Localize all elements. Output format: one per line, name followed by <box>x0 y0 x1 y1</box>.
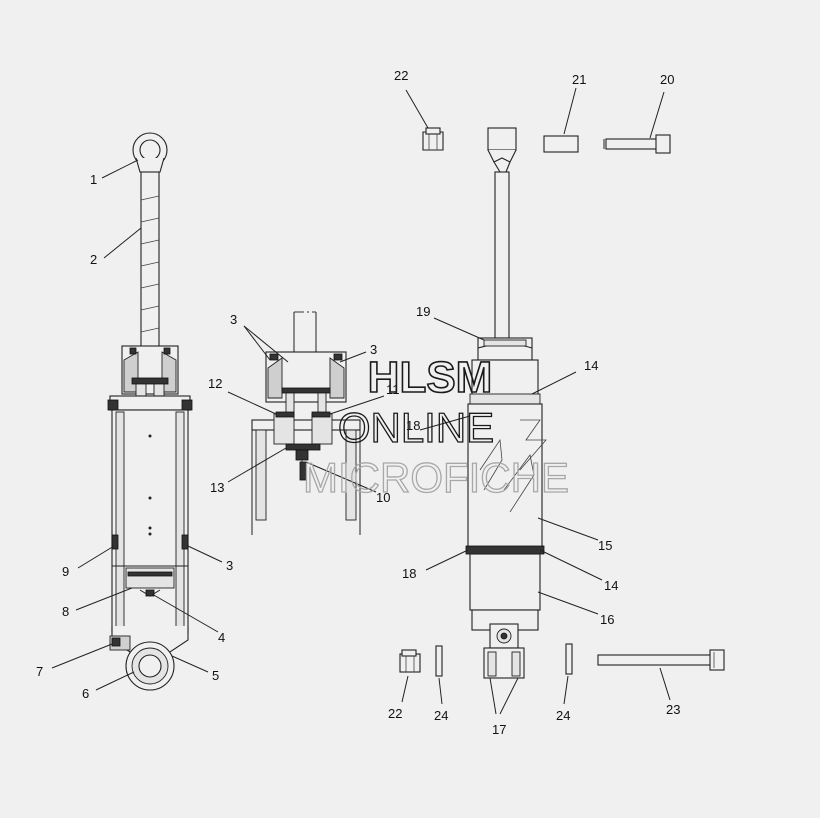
washer-24-left <box>435 645 443 677</box>
callout-9: 9 <box>62 564 69 579</box>
callout-8: 8 <box>62 604 69 619</box>
watermark-line-3: MICROFICHE <box>303 454 569 501</box>
bottom-eye <box>109 626 189 691</box>
leader-lines <box>51 87 671 715</box>
callout-10: 10 <box>376 490 390 505</box>
top-eye <box>132 132 168 173</box>
callout-17: 17 <box>492 722 506 737</box>
right-shock-assembled <box>465 127 547 679</box>
callout-6: 6 <box>82 686 89 701</box>
upper-body <box>471 359 539 397</box>
watermark-line-1: HLSM <box>368 353 493 402</box>
callout-labels: 1 2 3 3 3 4 5 6 7 8 9 10 11 12 13 14 14 … <box>36 68 680 737</box>
shaft <box>140 171 160 351</box>
callout-15: 15 <box>598 538 612 553</box>
callout-21: 21 <box>572 72 586 87</box>
main-body <box>467 403 547 549</box>
callout-18-lower: 18 <box>402 566 416 581</box>
nut-22-top <box>422 127 444 151</box>
callout-22-top: 22 <box>394 68 408 83</box>
nut-22-bottom <box>399 649 421 673</box>
callout-18-upper: 18 <box>406 418 420 433</box>
piston-detail <box>251 311 361 535</box>
callout-3-detail-left: 3 <box>230 312 237 327</box>
lower-ring <box>465 545 545 555</box>
watermark-line-2: ONLINE <box>338 404 494 451</box>
bolt-20 <box>603 134 671 154</box>
spacer-21 <box>543 135 579 153</box>
watermark: HLSM ONLINE MICROFICHE <box>302 352 569 501</box>
callout-24-left: 24 <box>434 708 448 723</box>
callout-19: 19 <box>416 304 430 319</box>
top-mount <box>487 127 517 173</box>
callout-7: 7 <box>36 664 43 679</box>
callout-1: 1 <box>90 172 97 187</box>
right-shaft <box>494 171 510 339</box>
callout-24-right: 24 <box>556 708 570 723</box>
bottom-clevis <box>483 623 525 679</box>
callout-14-lower: 14 <box>604 578 618 593</box>
callout-14-upper: 14 <box>584 358 598 373</box>
callout-5: 5 <box>212 668 219 683</box>
callout-2: 2 <box>90 252 97 267</box>
left-shock-cutaway <box>107 132 193 691</box>
callout-3-body: 3 <box>226 558 233 573</box>
lower-body <box>469 553 541 611</box>
floating-piston <box>125 567 175 597</box>
body-tube <box>107 395 193 633</box>
callout-12: 12 <box>208 376 222 391</box>
callout-3-detail-right: 3 <box>370 342 377 357</box>
washer-24-right <box>565 643 573 675</box>
callout-16: 16 <box>600 612 614 627</box>
callout-13: 13 <box>210 480 224 495</box>
callout-23: 23 <box>666 702 680 717</box>
callout-4: 4 <box>218 630 225 645</box>
callout-22-bottom: 22 <box>388 706 402 721</box>
callout-20: 20 <box>660 72 674 87</box>
bolt-23 <box>597 649 725 671</box>
callout-11: 11 <box>386 382 400 397</box>
